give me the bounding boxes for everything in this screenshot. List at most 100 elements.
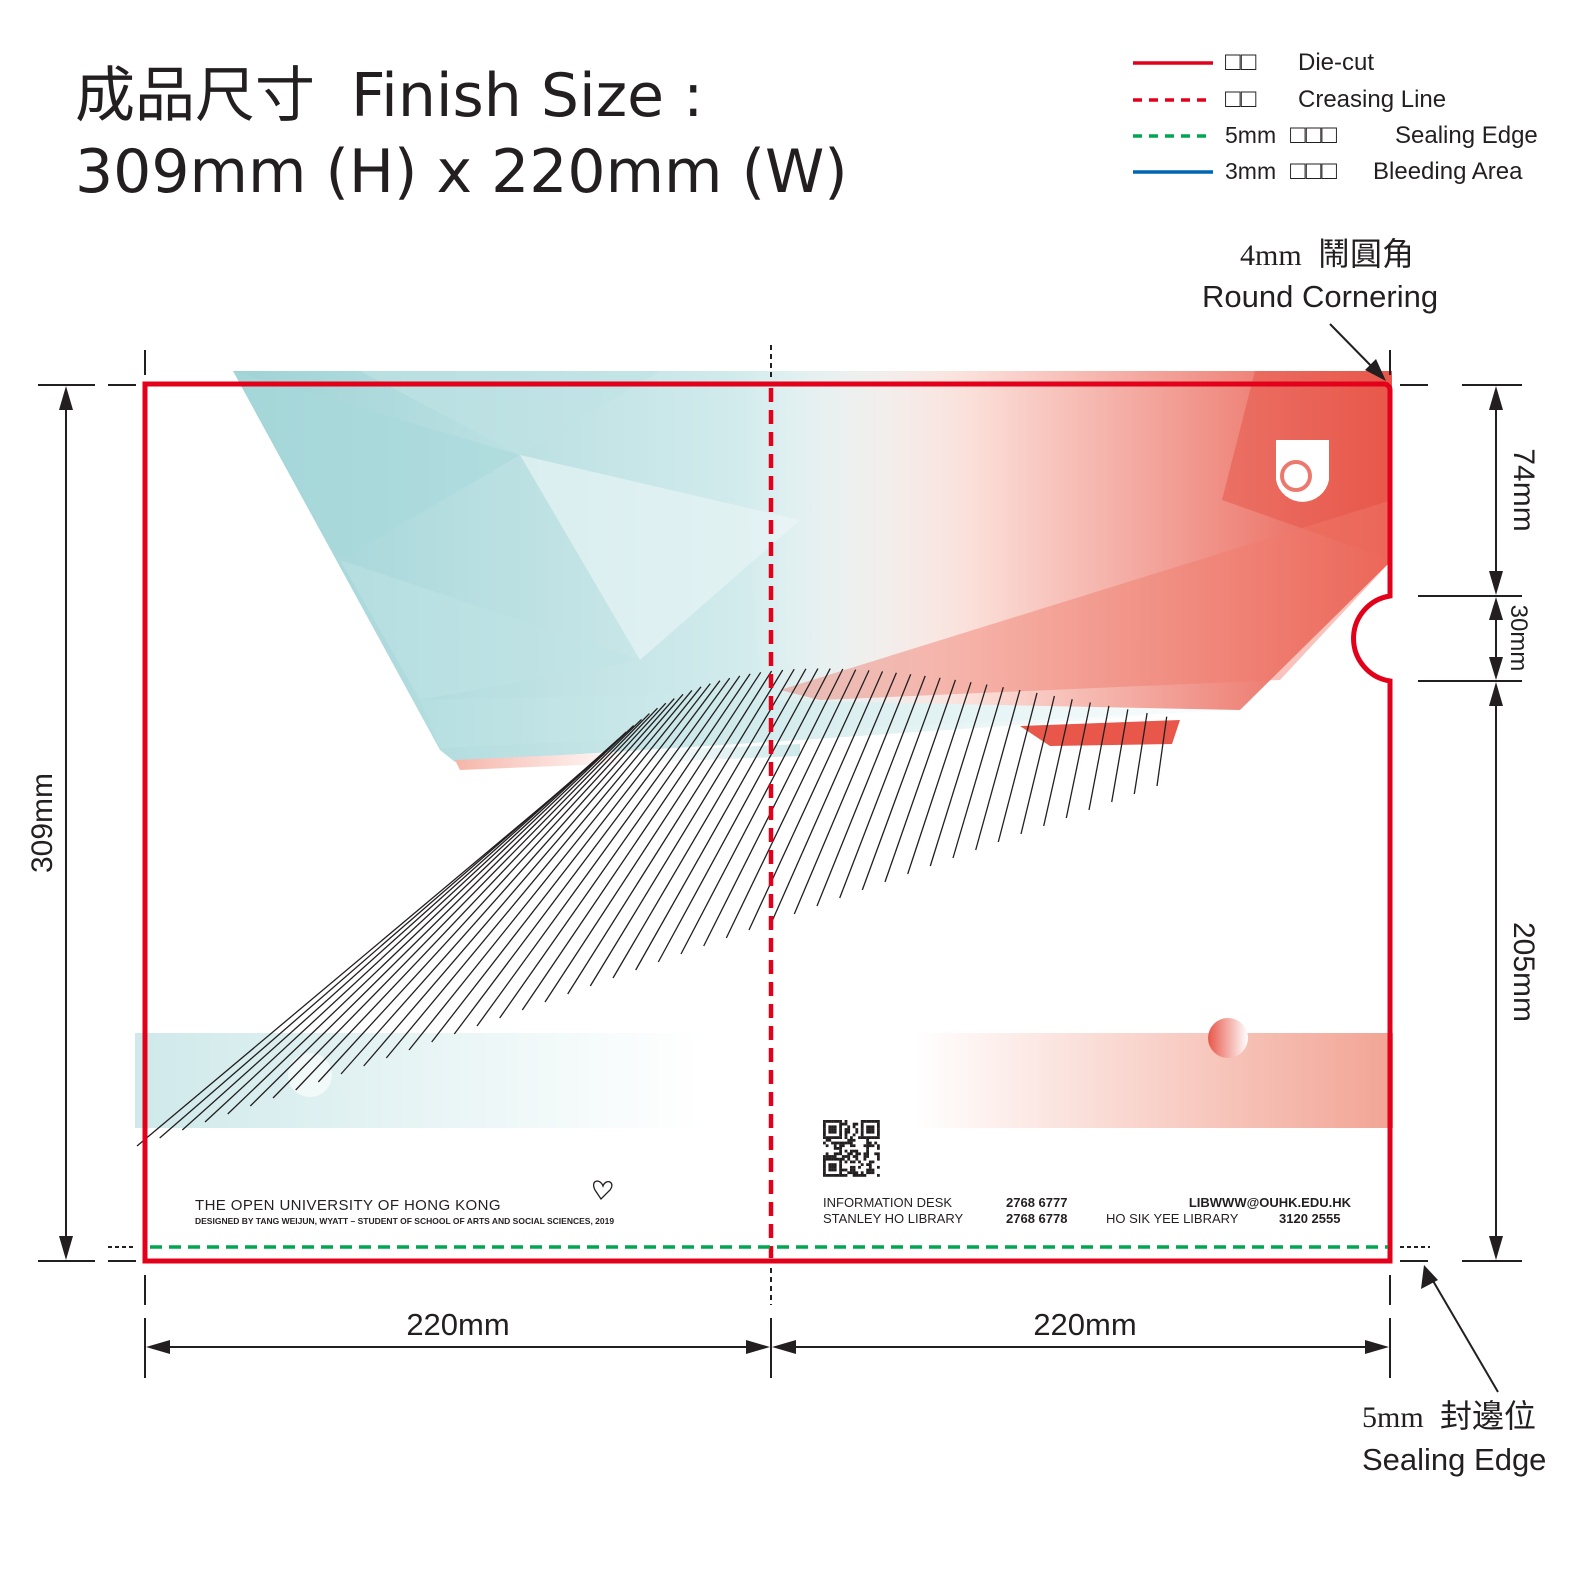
qr-module	[852, 1122, 856, 1126]
dimension-labels: 309mm 74mm 30mm 205mm 220mm 220mm	[26, 448, 1540, 1342]
qr-module	[868, 1168, 872, 1172]
qr-module	[823, 1125, 826, 1129]
qr-module	[868, 1125, 872, 1129]
qr-module	[833, 1163, 837, 1166]
sealing-label-cn: 封邊位	[1440, 1398, 1536, 1434]
hatch-line	[1156, 716, 1168, 787]
qr-module	[847, 1128, 851, 1131]
qr-module	[828, 1138, 832, 1142]
qr-module	[831, 1128, 834, 1131]
qr-module	[847, 1141, 851, 1145]
library-email: LIBWWW@OUHK.EDU.HK	[1189, 1195, 1352, 1210]
finish-size-label-en: Finish Size :	[351, 61, 704, 131]
top-section-label: 74mm	[1507, 448, 1540, 531]
qr-module	[855, 1152, 859, 1156]
corner-size: 4mm	[1240, 239, 1302, 272]
hatch-line	[567, 670, 773, 995]
qr-module	[863, 1157, 867, 1161]
qr-module	[831, 1168, 834, 1172]
hatch-line	[385, 689, 693, 1059]
qr-module	[850, 1165, 853, 1169]
hatch-line	[657, 668, 819, 963]
qr-module	[866, 1128, 869, 1131]
qr-module	[860, 1136, 864, 1139]
qr-module	[866, 1171, 869, 1175]
qr-module	[852, 1174, 856, 1177]
finish-size-value: 309mm (H) x 220mm (W)	[75, 137, 848, 207]
corner-label-cn: 鬧圓角	[1318, 236, 1414, 272]
hatch-line	[521, 673, 751, 1011]
qr-module	[850, 1152, 853, 1156]
hatch-line	[884, 679, 957, 883]
qr-module	[841, 1174, 845, 1177]
qr-module	[839, 1130, 842, 1134]
qr-module	[823, 1174, 826, 1177]
qr-module	[839, 1171, 842, 1175]
qr-module	[866, 1120, 869, 1123]
qr-module	[850, 1149, 853, 1153]
qr-module	[866, 1149, 869, 1153]
qr-module	[839, 1141, 842, 1145]
qr-module	[833, 1147, 837, 1150]
qr-module	[868, 1130, 872, 1134]
folder-artwork	[135, 371, 1393, 1147]
qr-module	[825, 1138, 829, 1142]
hatch-line	[249, 718, 642, 1107]
qr-module	[874, 1152, 878, 1156]
qr-module	[839, 1122, 842, 1126]
qr-module	[836, 1136, 840, 1139]
qr-module	[833, 1165, 837, 1169]
hatch-line	[975, 689, 1021, 851]
qr-module	[874, 1120, 878, 1123]
qr-module	[844, 1149, 848, 1153]
qr-module	[823, 1136, 826, 1139]
qr-module	[860, 1171, 864, 1175]
hatch-line	[1065, 702, 1091, 819]
legend-label: Creasing Line	[1298, 86, 1446, 113]
qr-module	[868, 1163, 872, 1166]
qr-module	[825, 1155, 829, 1158]
qr-module	[858, 1174, 861, 1177]
hatch-line	[408, 686, 702, 1051]
qr-module	[831, 1157, 834, 1161]
qr-module	[855, 1128, 859, 1131]
qr-module	[850, 1171, 853, 1175]
qr-module	[836, 1147, 840, 1150]
qr-module	[823, 1141, 826, 1145]
sealing-label-en: Sealing Edge	[1362, 1442, 1546, 1477]
qr-module	[847, 1155, 851, 1158]
width-left-label: 220mm	[406, 1307, 509, 1342]
qr-module	[833, 1125, 837, 1129]
qr-module	[828, 1130, 832, 1134]
contact-name: STANLEY HO LIBRARY	[823, 1211, 963, 1226]
contact-phone: 2768 6777	[1006, 1195, 1067, 1210]
qr-module	[839, 1152, 842, 1156]
sealing-size: 5mm	[1362, 1401, 1424, 1434]
qr-module	[855, 1130, 859, 1134]
qr-module	[839, 1149, 842, 1153]
qr-module	[866, 1152, 869, 1156]
qr-module	[831, 1141, 834, 1145]
designer-credit: DESIGNED BY TANG WEIJUN, WYATT – STUDENT…	[195, 1216, 614, 1226]
qr-module	[850, 1136, 853, 1139]
qr-module	[828, 1157, 832, 1161]
qr-module	[839, 1128, 842, 1131]
qr-module	[868, 1128, 872, 1131]
hatch-line	[476, 677, 731, 1027]
qr-module	[868, 1165, 872, 1169]
dimension-lines	[38, 323, 1522, 1393]
qr-module	[828, 1155, 832, 1158]
hatch-line	[1043, 699, 1073, 827]
corner-label-en: Round Cornering	[1202, 279, 1438, 314]
hatch-line	[1111, 709, 1129, 803]
qr-module	[831, 1130, 834, 1134]
qr-module	[844, 1120, 848, 1123]
hatch-line	[295, 707, 658, 1091]
qr-module	[831, 1136, 834, 1139]
qr-module	[877, 1147, 880, 1150]
qr-module	[844, 1174, 848, 1177]
qr-module	[866, 1125, 869, 1129]
die-cut-outline	[142, 381, 1393, 1264]
qr-module	[855, 1157, 859, 1161]
